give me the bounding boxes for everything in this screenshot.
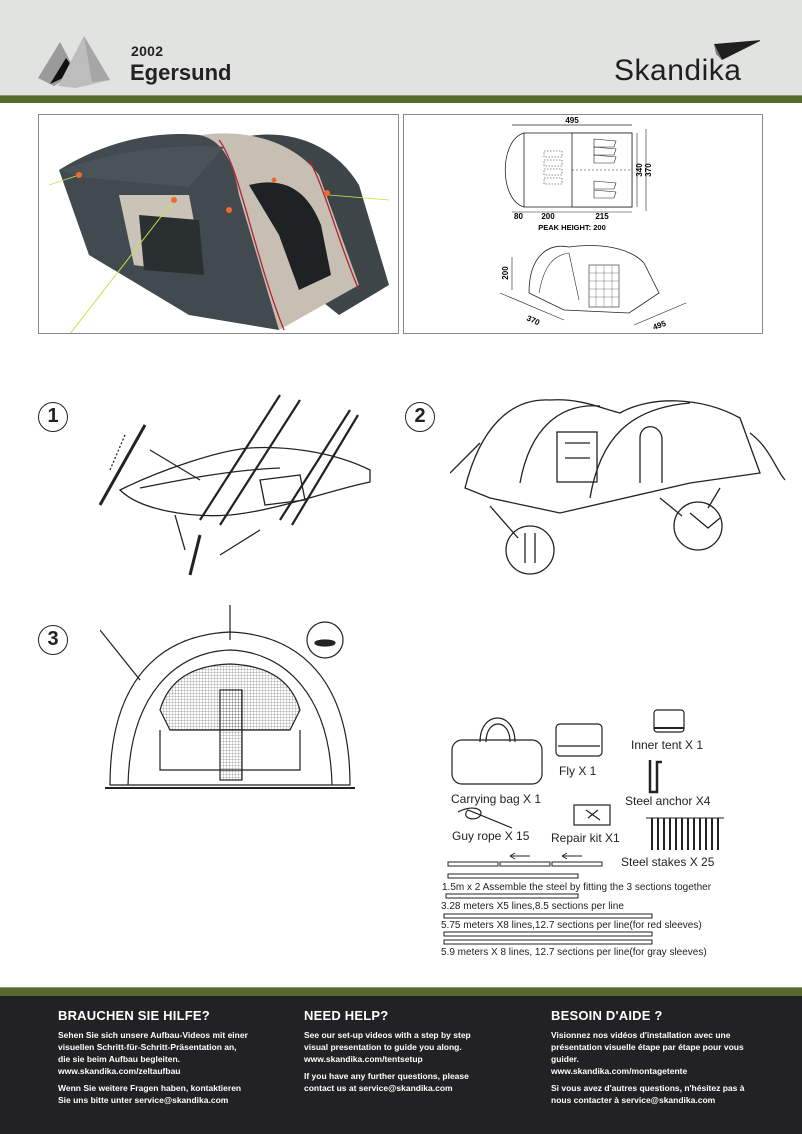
header-accent-bar bbox=[0, 95, 802, 103]
item-steel-anchor: Steel anchor X4 bbox=[625, 794, 711, 808]
carrying-bag-icon bbox=[451, 739, 543, 785]
help-en-url[interactable]: www.skandika.com/tentsetup bbox=[304, 1054, 423, 1064]
step-2-number: 2 bbox=[405, 402, 435, 432]
dim-porch: 80 bbox=[514, 212, 523, 221]
help-de-url[interactable]: www.skandika.com/zeltaufbau bbox=[58, 1066, 181, 1076]
step-3-illustration bbox=[100, 605, 355, 789]
help-fr: BESOIN D'AIDE ? Visionnez nos vidéos d'i… bbox=[551, 1008, 744, 1106]
dim-inner-width: 340 bbox=[635, 163, 644, 177]
help-en-line2: visual presentation to guide you along. bbox=[304, 1042, 462, 1052]
help-en-contact1: If you have any further questions, pleas… bbox=[304, 1071, 469, 1081]
dimensions-diagram: 495 340 370 80 200 215 PEAK HEIGHT: 200 … bbox=[403, 114, 763, 334]
header: 2002 Egersund Skandika bbox=[0, 0, 802, 95]
item-steel-stakes: Steel stakes X 25 bbox=[621, 855, 715, 869]
peak-height: PEAK HEIGHT: 200 bbox=[538, 223, 606, 232]
step-1-number: 1 bbox=[38, 402, 68, 432]
item-repair-kit: Repair kit X1 bbox=[551, 831, 620, 845]
product-photo bbox=[38, 114, 399, 334]
repair-kit-icon bbox=[573, 804, 611, 826]
footer: BRAUCHEN SIE HILFE? Sehen Sie sich unser… bbox=[0, 996, 802, 1134]
help-de: BRAUCHEN SIE HILFE? Sehen Sie sich unser… bbox=[58, 1008, 248, 1106]
help-fr-line2: présentation visuelle étape par étape po… bbox=[551, 1042, 744, 1052]
steel-stakes-icon bbox=[646, 817, 724, 850]
step-3-number: 3 bbox=[38, 625, 68, 655]
help-fr-line3: guider. bbox=[551, 1054, 579, 1064]
help-en-contact2[interactable]: contact us at service@skandika.com bbox=[304, 1083, 453, 1093]
fly-icon bbox=[555, 723, 603, 757]
dim-side-height: 200 bbox=[501, 266, 510, 280]
item-carrying-bag: Carrying bag X 1 bbox=[451, 792, 542, 806]
floorplan-diagram: 495 340 370 80 200 215 PEAK HEIGHT: 200 … bbox=[499, 116, 687, 332]
dim-total-width: 370 bbox=[644, 163, 653, 177]
package-contents-illustration bbox=[443, 709, 724, 945]
help-de-line2: visuellen Schritt-für-Schritt-Präsentati… bbox=[58, 1042, 237, 1052]
help-de-line1: Sehen Sie sich unsere Aufbau-Videos mit … bbox=[58, 1030, 248, 1040]
guy-rope-icon bbox=[457, 807, 513, 829]
tent-photo-illustration bbox=[39, 115, 398, 333]
help-en: NEED HELP? See our set-up videos with a … bbox=[304, 1008, 471, 1094]
mountain-logo-icon bbox=[38, 36, 110, 88]
help-en-line1: See our set-up videos with a step by ste… bbox=[304, 1030, 471, 1040]
help-en-heading: NEED HELP? bbox=[304, 1008, 389, 1023]
help-fr-heading: BESOIN D'AIDE ? bbox=[551, 1008, 663, 1023]
help-fr-line1: Visionnez nos vidéos d'installation avec… bbox=[551, 1030, 731, 1040]
model-year: 2002 bbox=[131, 43, 164, 59]
help-de-heading: BRAUCHEN SIE HILFE? bbox=[58, 1008, 210, 1023]
footer-accent-bar bbox=[0, 987, 802, 996]
item-guy-rope: Guy rope X 15 bbox=[452, 829, 530, 843]
pole-spec-1: 1.5m x 2 Assemble the steel by fitting t… bbox=[442, 882, 712, 893]
help-fr-url[interactable]: www.skandika.com/montagetente bbox=[551, 1066, 688, 1076]
item-inner-tent: Inner tent X 1 bbox=[631, 738, 704, 752]
dim-side-width: 370 bbox=[525, 314, 541, 328]
pole-section bbox=[447, 861, 499, 867]
help-de-line3: die sie beim Aufbau begleiten. bbox=[58, 1054, 181, 1064]
model-name: Egersund bbox=[130, 60, 232, 85]
dim-bedroom: 215 bbox=[595, 212, 609, 221]
item-fly: Fly X 1 bbox=[559, 764, 597, 778]
dim-side-length: 495 bbox=[652, 319, 668, 332]
help-de-contact1: Wenn Sie weitere Fragen haben, kontaktie… bbox=[58, 1083, 242, 1093]
steel-anchor-icon bbox=[648, 760, 662, 794]
help-fr-contact1: Si vous avez d'autres questions, n'hésit… bbox=[551, 1083, 745, 1093]
brand-logo-mark-icon bbox=[714, 40, 760, 60]
pole-spec-3: 5.75 meters X8 lines,12.7 sections per l… bbox=[441, 920, 702, 931]
pole-spec-4: 5.9 meters X 8 lines, 12.7 sections per … bbox=[441, 947, 707, 958]
brand-logo: Skandika bbox=[614, 54, 742, 87]
help-de-contact2[interactable]: Sie uns bitte unter service@skandika.com bbox=[58, 1095, 229, 1105]
inner-tent-icon bbox=[653, 709, 685, 733]
pole-spec-2: 3.28 meters X5 lines,8.5 sections per li… bbox=[441, 901, 624, 912]
step-1-illustration bbox=[98, 394, 371, 576]
dim-total-length: 495 bbox=[565, 116, 579, 125]
help-fr-contact2[interactable]: nous contacter à service@skandika.com bbox=[551, 1095, 716, 1105]
dim-living: 200 bbox=[541, 212, 555, 221]
step-2-illustration bbox=[450, 399, 786, 575]
